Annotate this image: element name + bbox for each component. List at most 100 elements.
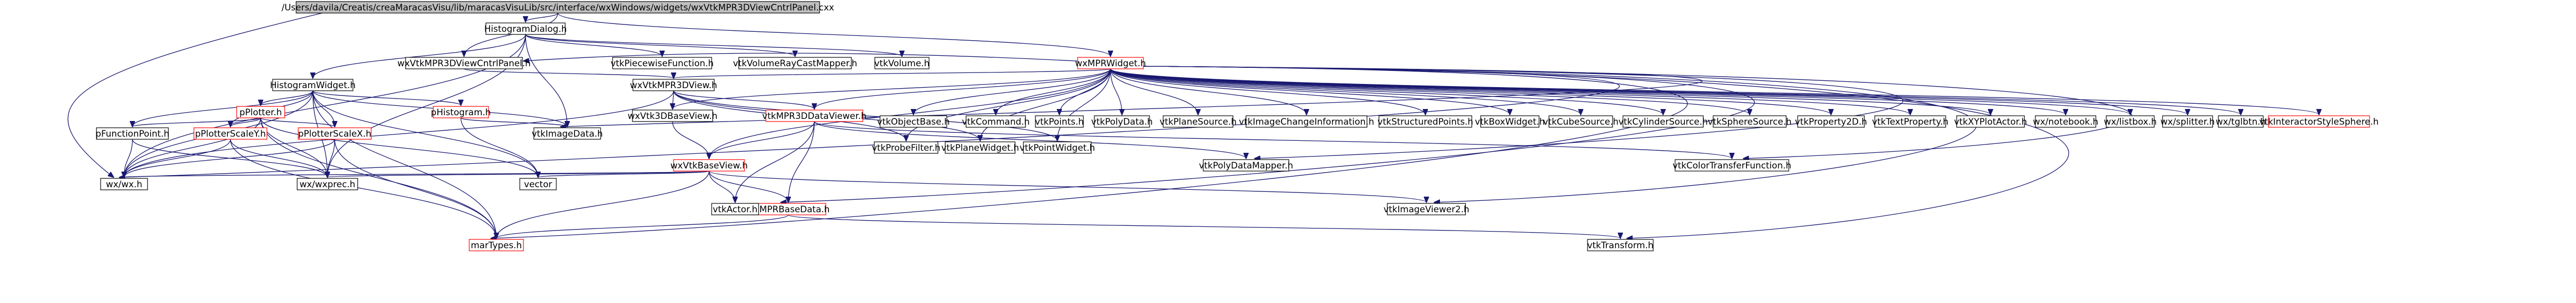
node-vtkPlaneWidget[interactable]: vtkPlaneWidget.h [941, 141, 1019, 154]
node-label: vtkCylinderSource.h [1618, 117, 1708, 127]
node-box [673, 159, 745, 172]
node-label: wxVtkMPR3DView.h [630, 80, 717, 91]
node-pHistogram[interactable]: pHistogram.h [431, 106, 491, 118]
node-vtkPolyData[interactable]: vtkPolyData.h [1091, 115, 1153, 128]
edge-layer [67, 13, 2319, 238]
node-wxVtkBaseView[interactable]: wxVtkBaseView.h [670, 159, 748, 172]
node-vtkImageChangeInformation[interactable]: vtkImageChangeInformation.h [1239, 115, 1374, 128]
node-wxsplitter[interactable]: wx/splitter.h [2160, 115, 2215, 128]
node-box [2035, 115, 2096, 128]
node-vtkObjectBase[interactable]: vtkObjectBase.h [877, 115, 950, 128]
edge-wxMPRWidget-to-cntrlPanel [523, 53, 1078, 61]
node-wxlistbox[interactable]: wx/listbox.h [2104, 115, 2157, 128]
node-pFunctionPoint[interactable]: pFunctionPoint.h [95, 127, 169, 140]
edge-root-to-wxwx [67, 13, 323, 177]
edge-wxVtkMPR3DView-to-vtkMPR3DDataViewer [673, 90, 814, 109]
edge-wxMPRWidget-to-wxVtk3DBaseView [673, 68, 1111, 109]
node-histogramWidget[interactable]: HistogramWidget.h [270, 79, 356, 91]
node-label: wx/splitter.h [2160, 117, 2215, 127]
edge-vtkMPR3DDataViewer-to-wxMPRBaseData [788, 121, 815, 202]
node-label: vtkProperty2D.h [1795, 117, 1867, 127]
node-box [100, 178, 148, 190]
node-label: vtkPiecewiseFunction.h [611, 58, 714, 69]
node-vtkPolyDataMapper[interactable]: vtkPolyDataMapper.h [1199, 159, 1293, 172]
node-vtkTransform[interactable]: vtkTransform.h [1587, 239, 1654, 251]
node-vtkCubeSource[interactable]: vtkCubeSource.h [1543, 115, 1619, 128]
node-vtkStructuredPoints[interactable]: vtkStructuredPoints.h [1377, 115, 1473, 128]
node-label: vtkCommand.h [962, 117, 1030, 127]
node-vtkInteractorStyleSphere[interactable]: vtkInteractorStyleSphere.h [2259, 115, 2379, 128]
node-vtkActor[interactable]: vtkActor.h [711, 203, 759, 215]
node-vtkSphereSource[interactable]: vtkSphereSource.h [1707, 115, 1792, 128]
node-wxMPRWidget[interactable]: wxMPRWidget.h [1075, 57, 1146, 69]
node-label: vtkTextProperty.h [1872, 117, 1949, 127]
node-box [405, 57, 523, 69]
node-vtkPlaneSource[interactable]: vtkPlaneSource.h [1159, 115, 1237, 128]
node-vtkPiecewiseFunction[interactable]: vtkPiecewiseFunction.h [611, 57, 714, 69]
node-vtkProperty2D[interactable]: vtkProperty2D.h [1795, 115, 1867, 128]
node-vtkVolumeRayCastMapper[interactable]: vtkVolumeRayCastMapper.h [733, 57, 857, 69]
node-vtkMPR3DDataViewer[interactable]: vtkMPR3DDataViewer.h [762, 110, 866, 122]
node-label: wx/notebook.h [2033, 117, 2098, 127]
node-histogramDialog[interactable]: HistogramDialog.h [484, 22, 567, 35]
node-label: vtkVolume.h [874, 58, 930, 69]
node-label: vtkActor.h [713, 204, 758, 215]
node-box [1675, 159, 1789, 172]
node-label: /Users/davila/Creatis/creaMaracasVisu/li… [282, 3, 834, 13]
edge-wxMPRWidget-to-vtkTextProperty [1110, 68, 1910, 115]
edge-wxMPRWidget-to-vtkPointWidget [1057, 68, 1111, 141]
node-wxVtk3DBaseView[interactable]: wxVtk3DBaseView.h [628, 110, 717, 122]
node-box [1480, 115, 1540, 128]
node-vtkBoxWidget[interactable]: vtkBoxWidget.h [1475, 115, 1545, 128]
edge-cntrlPanel-to-wxVtkMPR3DView [463, 68, 674, 78]
node-vtkImageViewer2[interactable]: vtkImageViewer2.h [1384, 203, 1470, 215]
node-label: wxVtk3DBaseView.h [628, 111, 717, 122]
node-label: vtkSphereSource.h [1707, 117, 1791, 127]
node-vtkProbeFilter[interactable]: vtkProbeFilter.h [872, 141, 941, 154]
node-vtkPoints[interactable]: vtkPoints.h [1035, 115, 1084, 128]
node-vtkCylinderSource[interactable]: vtkCylinderSource.h [1618, 115, 1708, 128]
edge-wxVtkBaseView-to-wxMPRBaseData [709, 171, 788, 202]
node-marTypes[interactable]: marTypes.h [469, 239, 524, 251]
node-box [765, 110, 863, 122]
edge-wxVtkBaseView-to-vtkActor [709, 171, 735, 202]
edge-wxMPRWidget-to-vtkProbeFilter [906, 68, 1111, 141]
node-box [272, 79, 353, 91]
node-wxwx[interactable]: wx/wx.h [100, 178, 148, 190]
edge-pPlotter-to-pPlotterScaleY [230, 117, 261, 127]
node-box [1378, 115, 1472, 128]
node-pPlotter[interactable]: pPlotter.h [236, 106, 285, 118]
node-label: vtkColorTransferFunction.h [1672, 161, 1791, 171]
node-cntrlPanel[interactable]: wxVtkMPR3DViewCntrlPanel.h [397, 57, 531, 69]
node-pPlotterScaleX[interactable]: pPlotterScaleX.h [298, 127, 372, 140]
node-wxMPRBaseData[interactable]: wxMPRBaseData.h [747, 203, 830, 215]
edge-pPlotterScaleY-to-marTypes [230, 139, 496, 238]
node-label: wxMPRWidget.h [1075, 58, 1146, 69]
node-label: wx/wx.h [106, 179, 142, 190]
node-label: vtkPlaneSource.h [1159, 117, 1237, 127]
edge-wxVtkMPR3DView-to-vtkPointWidget [673, 90, 1057, 141]
node-vtkVolume[interactable]: vtkVolume.h [874, 57, 930, 69]
node-box [1094, 115, 1150, 128]
edge-wxMPRWidget-to-vtkTransform [1141, 66, 2069, 238]
node-box [711, 203, 759, 215]
edge-pPlotterScaleX-to-wxwxprec [327, 139, 335, 177]
node-vtkTextProperty[interactable]: vtkTextProperty.h [1872, 115, 1949, 128]
node-wxwxprec[interactable]: wx/wxprec.h [297, 178, 358, 190]
node-wxnotebook[interactable]: wx/notebook.h [2033, 115, 2098, 128]
node-wxVtkMPR3DView[interactable]: wxVtkMPR3DView.h [630, 79, 717, 91]
node-vector[interactable]: vector [519, 178, 557, 190]
node-vtkCommand[interactable]: vtkCommand.h [962, 115, 1030, 128]
node-wxtglbtn[interactable]: wx/tglbtn.h [2216, 115, 2266, 128]
node-pPlotterScaleY[interactable]: pPlotterScaleY.h [193, 127, 267, 140]
node-label: vtkPointWidget.h [1020, 143, 1095, 153]
node-vtkColorTransferFunction[interactable]: vtkColorTransferFunction.h [1672, 159, 1791, 172]
node-box [1163, 115, 1234, 128]
node-vtkPointWidget[interactable]: vtkPointWidget.h [1020, 141, 1095, 154]
edge-pPlotter-to-pFunctionPoint [132, 117, 261, 127]
node-vtkImageData[interactable]: vtkImageData.h [532, 127, 603, 140]
edge-wxVtkBaseView-to-vtkImageViewer2 [709, 171, 1426, 202]
node-box [2106, 115, 2155, 128]
node-box [1587, 239, 1654, 251]
node-vtkXYPlotActor[interactable]: vtkXYPlotActor.h [1954, 115, 2027, 128]
